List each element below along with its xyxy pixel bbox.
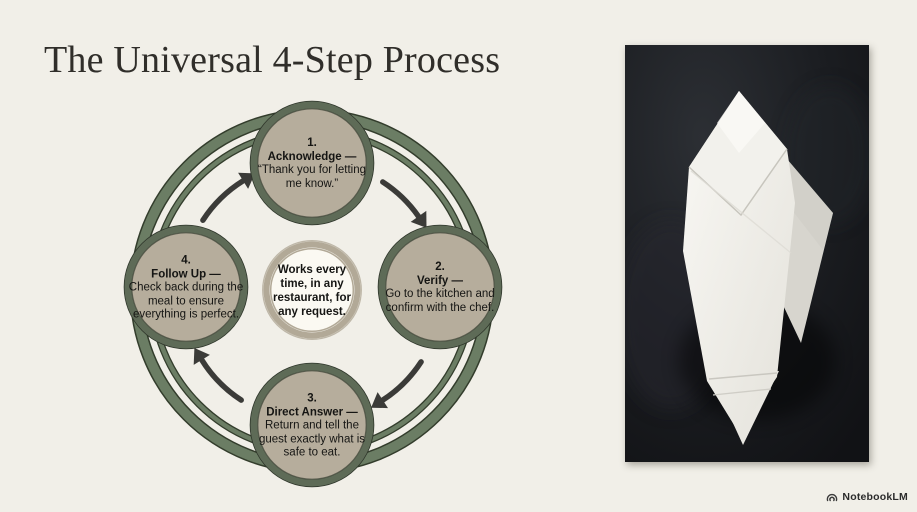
step3-number: 3. xyxy=(307,392,317,405)
arrowhead-icon xyxy=(193,348,210,365)
step2-circle xyxy=(377,224,503,350)
arrowhead-icon xyxy=(371,392,388,409)
step3-name: Direct Answer — xyxy=(266,405,358,418)
arrowhead-icon xyxy=(238,172,255,189)
arrow-step2-to-step3 xyxy=(371,359,424,409)
center-circle xyxy=(262,240,362,340)
napkin-photo xyxy=(625,45,869,462)
step1-number: 1. xyxy=(307,137,317,149)
arrowhead-icon xyxy=(410,210,427,228)
napkin-illustration xyxy=(625,45,869,462)
step3-label: 3. Direct Answer — Return and tell the g… xyxy=(254,392,370,460)
center-label: Works every time, in any restaurant, for… xyxy=(273,264,351,318)
step4-name: Follow Up — xyxy=(151,267,221,280)
arrow-step1-to-step2 xyxy=(380,179,427,228)
step2-number: 2. xyxy=(435,261,445,273)
step4-number: 4. xyxy=(181,254,191,267)
step3-circle xyxy=(249,362,375,488)
arrow-step3-to-step4 xyxy=(193,348,244,403)
watermark-label: NotebookLM xyxy=(842,491,908,503)
step4-label: 4. Follow Up — Check back during the mea… xyxy=(128,254,244,322)
step4-description: Check back during the meal to ensure eve… xyxy=(128,281,244,321)
step4-circle xyxy=(123,224,249,350)
step2-description: Go to the kitchen and confirm with the c… xyxy=(385,288,495,314)
notebooklm-logo-icon xyxy=(827,493,838,502)
step1-circle xyxy=(249,100,375,226)
step2-label: 2. Verify — Go to the kitchen and confir… xyxy=(382,261,498,315)
cycle-graphic xyxy=(123,100,503,488)
step1-description: “Thank you for letting me know.” xyxy=(257,164,367,190)
watermark: NotebookLM xyxy=(826,491,908,503)
process-cycle-diagram: 1. Acknowledge — “Thank you for letting … xyxy=(120,95,510,490)
step1-name: Acknowledge — xyxy=(267,150,357,163)
step1-label: 1. Acknowledge — “Thank you for letting … xyxy=(254,137,370,191)
arrow-step4-to-step1 xyxy=(200,172,255,223)
step3-description: Return and tell the guest exactly what i… xyxy=(258,419,366,459)
page-title: The Universal 4-Step Process xyxy=(44,39,501,81)
step2-name: Verify — xyxy=(416,274,464,287)
